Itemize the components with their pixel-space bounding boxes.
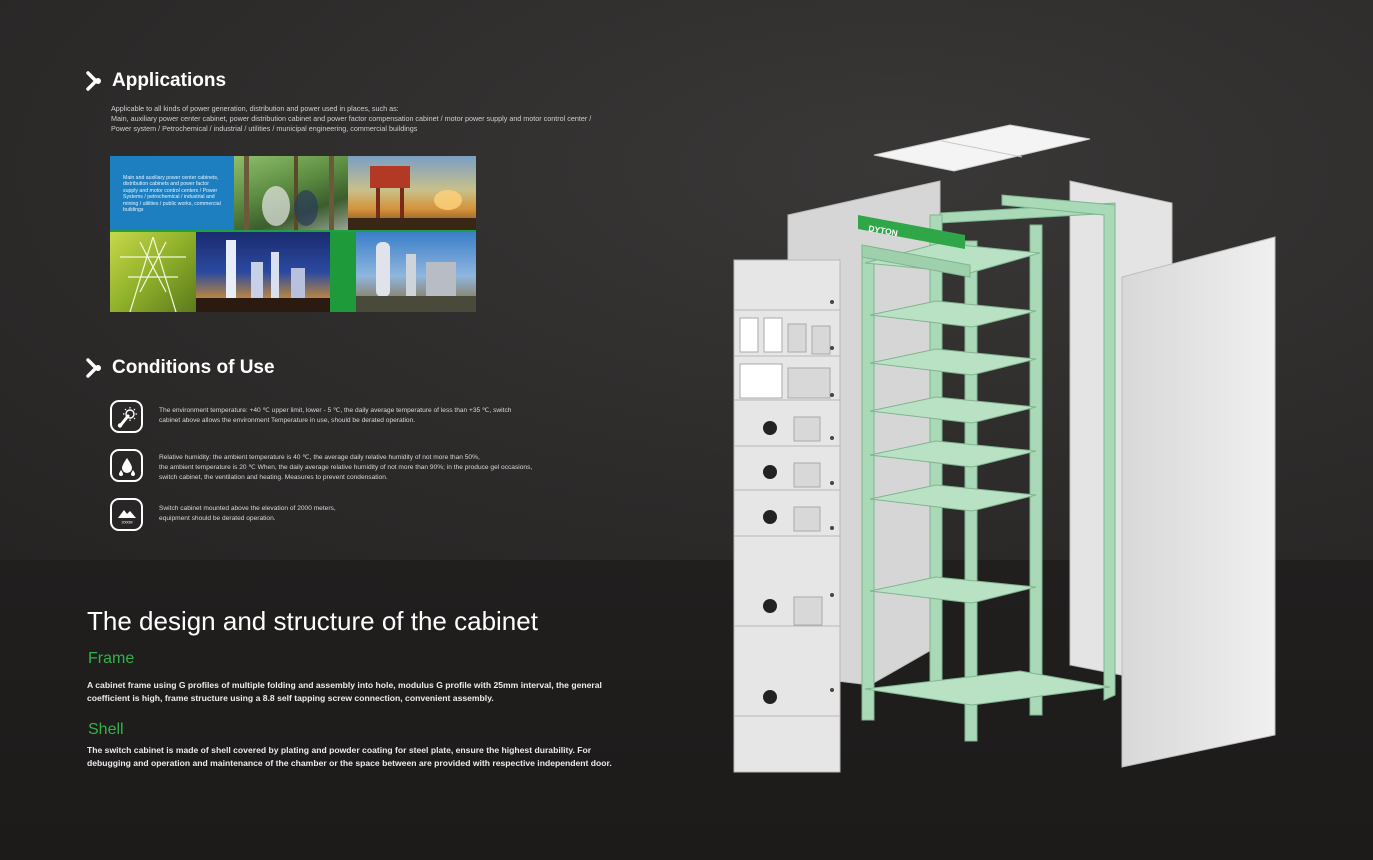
shell-line: The switch cabinet is made of shell cove… [87,745,592,755]
elevation-badge: 2000M [121,520,132,524]
condition-line: Relative humidity: the ambient temperatu… [159,454,480,461]
mountain-elevation-icon: 2000M [110,498,143,531]
frame-line: A cabinet frame using G profiles of mult… [87,680,602,690]
conditions-heading: Conditions of Use [86,357,275,379]
door-windows [739,317,831,626]
door-lock-dots [830,300,834,692]
photo-city-night [196,232,330,312]
photo-power-pylon [110,232,196,312]
shell-line: debugging and operation and maintenance … [87,757,612,768]
bullet-arrow-icon [86,358,101,378]
panel-text: Main and auxiliary power center cabinets… [123,175,221,214]
intro-line: Power system / Petrochemical / industria… [111,124,418,133]
cabinet-frame [861,194,1116,742]
intro-line: Main, auxiliary power center cabinet, po… [111,114,592,123]
green-accent-bar [330,232,356,312]
condition-line: Switch cabinet mounted above the elevati… [159,505,336,512]
thermometer-sun-icon [110,400,143,433]
applications-intro: Applicable to all kinds of power generat… [111,104,631,134]
shell-description: The switch cabinet is made of shell cove… [87,744,647,769]
rotary-switch-icons [763,421,777,704]
humidity-drops-icon [110,449,143,482]
applications-heading: Applications [86,70,226,92]
applications-text-panel: Main and auxiliary power center cabinets… [110,156,234,232]
top-plate [873,124,1091,172]
condition-line: equipment should be derated operation. [159,515,276,522]
cabinet-exploded-illustration: DYTON [733,124,1276,773]
condition-line: the ambient temperature is 20 ℃ When, th… [159,464,533,471]
condition-line: switch cabinet, the ventilation and heat… [159,474,388,481]
intro-line: Applicable to all kinds of power generat… [111,104,399,113]
photo-workers [234,156,348,232]
photo-water-tower [348,156,476,232]
applications-title: Applications [112,70,227,91]
frame-shelves [864,242,1111,706]
applications-photo-mosaic: Main and auxiliary power center cabinets… [110,156,476,312]
frame-line: coefficient is high, frame structure usi… [87,692,494,703]
condition-line: cabinet above allows the environment Tem… [159,417,416,424]
mosaic-divider [110,230,476,232]
conditions-title: Conditions of Use [112,357,275,378]
condition-line: The environment temperature: +40 ℃ upper… [159,407,512,414]
shell-title: Shell [88,721,124,738]
side-panel-right [1121,236,1276,768]
frame-title: Frame [88,650,135,667]
brand-logo-bar [858,215,965,249]
design-title: The design and structure of the cabinet [87,606,538,636]
bullet-arrow-icon [86,71,101,91]
photo-industrial-plant [356,232,476,312]
frame-description: A cabinet frame using G profiles of mult… [87,679,647,704]
